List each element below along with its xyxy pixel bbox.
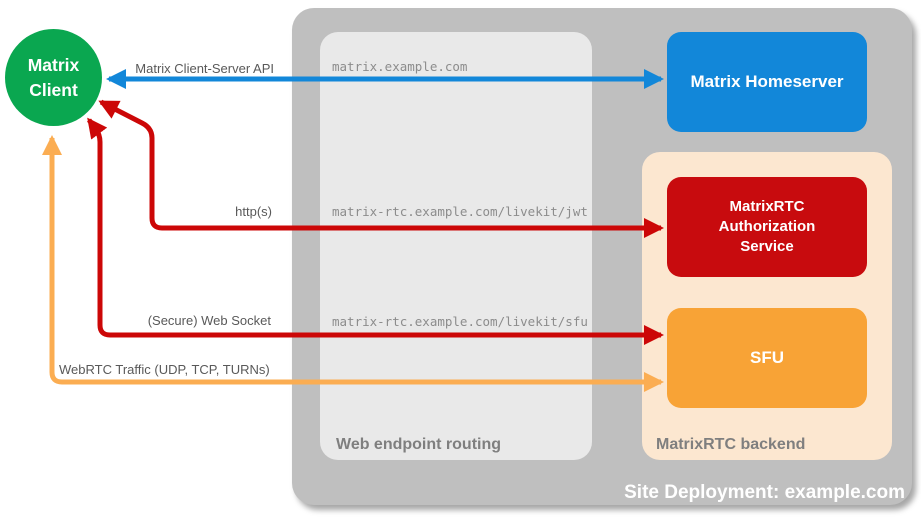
matrix-client-node: Matrix Client [5,29,102,126]
webrtc-traffic-label: WebRTC Traffic (UDP, TCP, TURNs) [59,362,270,377]
matrix-client-label-line2: Client [29,79,78,100]
sfu-label: SFU [750,348,784,367]
auth-service-label-line3: Service [740,237,794,255]
endpoint-matrix-example-com: matrix.example.com [332,59,468,74]
web-endpoint-routing-label: Web endpoint routing [336,436,502,453]
matrix-client-label-line1: Matrix [27,55,80,75]
matrix-homeserver-label: Matrix Homeserver [690,72,844,91]
https-label: http(s) [235,204,272,219]
site-deployment-title: Site Deployment: example.com [624,482,905,503]
matrix-homeserver-node: Matrix Homeserver [667,32,867,132]
matrixrtc-backend-label: MatrixRTC backend [656,436,806,453]
client-server-api-label: Matrix Client-Server API [135,61,274,76]
auth-service-label-line1: MatrixRTC [729,198,805,216]
endpoint-livekit-jwt: matrix-rtc.example.com/livekit/jwt [332,204,588,219]
websocket-label: (Secure) Web Socket [147,313,271,328]
matrixrtc-authorization-service-node: MatrixRTC Authorization Service [667,177,867,277]
sfu-node: SFU [667,308,867,408]
auth-service-label-line2: Authorization [718,218,816,236]
endpoint-livekit-sfu: matrix-rtc.example.com/livekit/sfu [332,314,588,329]
web-endpoint-routing-container [320,32,592,460]
